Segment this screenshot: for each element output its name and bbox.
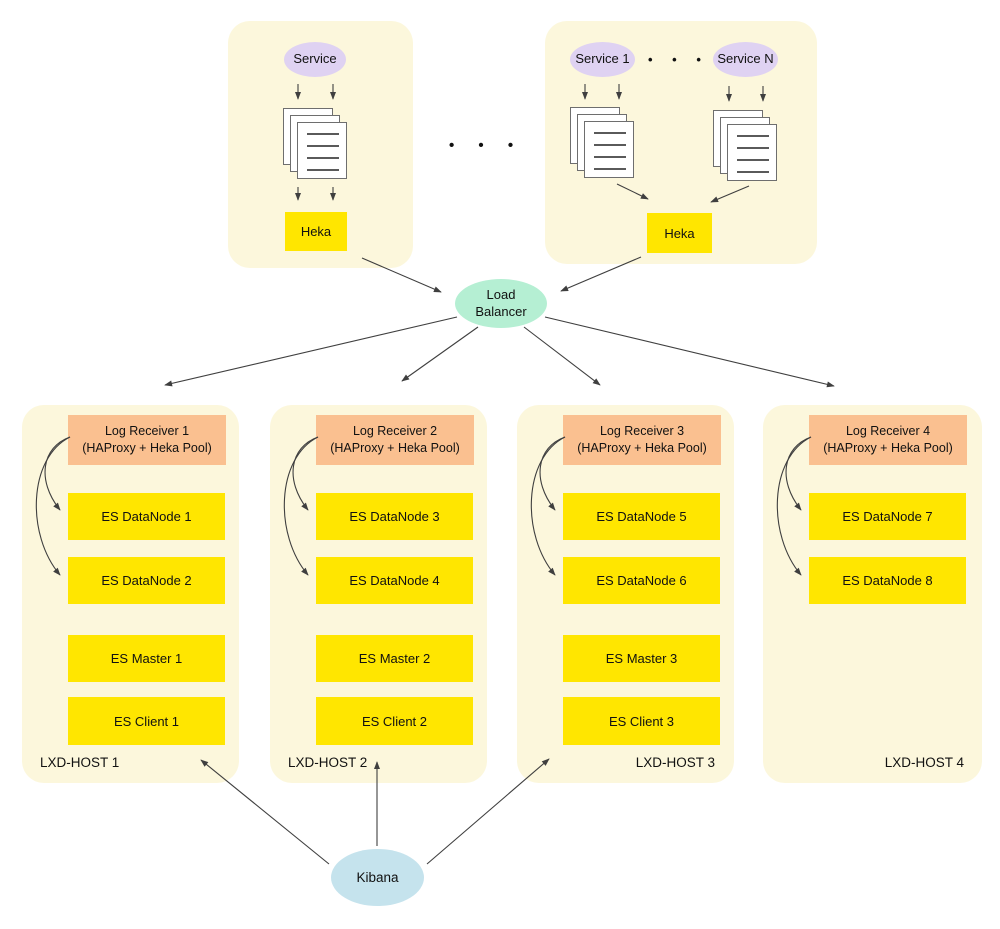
log-receiver-2-subtitle: (HAProxy + Heka Pool): [330, 441, 460, 455]
es-datanode-4-label: ES DataNode 4: [349, 573, 440, 588]
es-datanode-7-box: ES DataNode 7: [809, 493, 966, 540]
es-client-3-box: ES Client 3: [563, 697, 720, 745]
es-master-2-box: ES Master 2: [316, 635, 473, 682]
document-line: [307, 169, 339, 171]
document-line: [594, 156, 626, 158]
es-datanode-1-label: ES DataNode 1: [101, 509, 192, 524]
log-receiver-1-box: Log Receiver 1 (HAProxy + Heka Pool): [68, 415, 226, 465]
load-balancer-label-line1: Load: [486, 286, 516, 302]
es-datanode-8-box: ES DataNode 8: [809, 557, 966, 604]
log-receiver-3-box: Log Receiver 3 (HAProxy + Heka Pool): [563, 415, 721, 465]
service-n-oval: Service N: [713, 42, 778, 77]
kibana-label: Kibana: [356, 869, 399, 885]
heka-box-single: Heka: [285, 212, 347, 251]
es-master-3-label: ES Master 3: [605, 651, 678, 666]
kibana-oval: Kibana: [331, 849, 424, 906]
es-master-1-box: ES Master 1: [68, 635, 225, 682]
heka-label: Heka: [300, 224, 332, 239]
log-receiver-4-title: Log Receiver 4: [845, 424, 931, 439]
es-datanode-1-box: ES DataNode 1: [68, 493, 225, 540]
document-line: [307, 133, 339, 135]
es-datanode-5-label: ES DataNode 5: [596, 509, 687, 524]
es-datanode-3-box: ES DataNode 3: [316, 493, 473, 540]
document-line: [594, 132, 626, 134]
document-line: [307, 145, 339, 147]
host-2-label: LXD-HOST 2: [288, 755, 368, 770]
ellipsis-between-groups: • • •: [449, 137, 524, 154]
es-master-2-label: ES Master 2: [358, 651, 431, 666]
log-receiver-1-subtitle: (HAProxy + Heka Pool): [82, 441, 212, 455]
host-3-label: LXD-HOST 3: [635, 755, 715, 770]
document-page: [584, 121, 634, 178]
log-receiver-3-title: Log Receiver 3: [599, 424, 685, 439]
document-line: [737, 159, 769, 161]
es-client-2-box: ES Client 2: [316, 697, 473, 745]
es-datanode-3-label: ES DataNode 3: [349, 509, 440, 524]
log-receiver-3-subtitle: (HAProxy + Heka Pool): [577, 441, 707, 455]
log-receiver-2-box: Log Receiver 2 (HAProxy + Heka Pool): [316, 415, 474, 465]
es-datanode-4-box: ES DataNode 4: [316, 557, 473, 604]
host-1-label: LXD-HOST 1: [40, 755, 120, 770]
host-4-label: LXD-HOST 4: [884, 755, 964, 770]
es-client-2-label: ES Client 2: [361, 713, 428, 729]
es-datanode-2-box: ES DataNode 2: [68, 557, 225, 604]
arrow-lb-to-host-2: [401, 326, 479, 382]
es-datanode-6-box: ES DataNode 6: [563, 557, 720, 604]
es-datanode-8-label: ES DataNode 8: [842, 573, 933, 588]
es-datanode-5-box: ES DataNode 5: [563, 493, 720, 540]
log-receiver-2-title: Log Receiver 2: [352, 424, 438, 439]
arrow-lb-to-host-1: [164, 316, 458, 387]
es-client-1-box: ES Client 1: [68, 697, 225, 745]
log-receiver-1-title: Log Receiver 1: [104, 424, 190, 439]
arrow-lb-to-host-4: [544, 316, 835, 388]
log-receiver-4-subtitle: (HAProxy + Heka Pool): [823, 441, 953, 455]
log-receiver-4-box: Log Receiver 4 (HAProxy + Heka Pool): [809, 415, 967, 465]
document-line: [737, 171, 769, 173]
es-client-1-label: ES Client 1: [113, 713, 180, 729]
service-n-label: Service N: [717, 51, 774, 67]
heka-box-multi: Heka: [647, 213, 712, 253]
document-line: [307, 157, 339, 159]
document-line: [594, 168, 626, 170]
load-balancer-label-line2: Balancer: [475, 303, 527, 319]
arrow-lb-to-host-3: [523, 326, 601, 386]
document-line: [737, 147, 769, 149]
service-oval: Service: [284, 42, 346, 77]
ellipsis-between-services: • • •: [648, 52, 709, 67]
heka-label: Heka: [664, 225, 695, 241]
document-line: [737, 135, 769, 137]
es-datanode-7-label: ES DataNode 7: [842, 509, 933, 524]
document-page: [297, 122, 347, 179]
service-label: Service: [293, 51, 337, 67]
service-1-label: Service 1: [575, 51, 630, 67]
es-datanode-6-label: ES DataNode 6: [596, 573, 687, 588]
service-1-oval: Service 1: [570, 42, 635, 77]
es-master-1-label: ES Master 1: [110, 651, 183, 666]
es-client-3-label: ES Client 3: [608, 713, 675, 729]
es-master-3-box: ES Master 3: [563, 635, 720, 682]
es-datanode-2-label: ES DataNode 2: [101, 573, 192, 588]
load-balancer-oval: Load Balancer: [455, 279, 547, 328]
document-page: [727, 124, 777, 181]
document-line: [594, 144, 626, 146]
